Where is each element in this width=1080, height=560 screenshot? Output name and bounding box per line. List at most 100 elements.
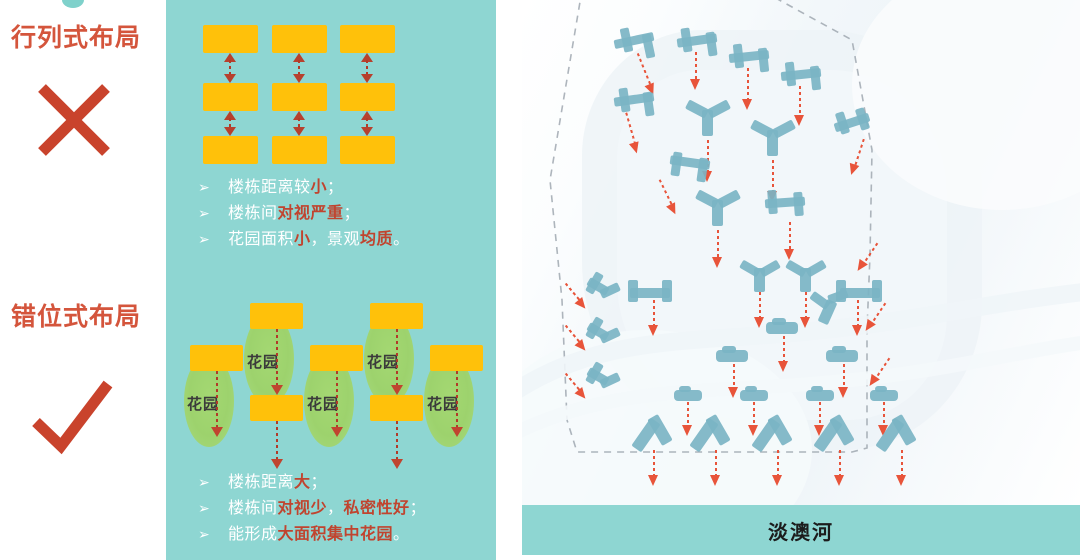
highlighted-text: 均质 bbox=[360, 231, 394, 248]
view-arrow bbox=[648, 450, 659, 486]
plain-text: ， bbox=[327, 500, 344, 517]
diagram-panel: ➢ 楼栋距离较小； ➢ 楼栋间对视严重； ➢ 花园面积小，景观均质。 花园 花园 bbox=[166, 0, 496, 560]
bullet-item: ➢ 楼栋间对视少，私密性好； bbox=[198, 496, 488, 521]
building-block bbox=[340, 25, 395, 53]
view-arrow bbox=[748, 402, 759, 436]
bullet-text: 花园面积小，景观均质。 bbox=[228, 227, 410, 252]
view-arrow bbox=[391, 329, 403, 395]
bullet-text: 楼栋间对视少，私密性好； bbox=[228, 496, 426, 521]
bullet-text: 楼栋间对视严重； bbox=[228, 201, 360, 226]
view-arrow bbox=[852, 300, 863, 336]
view-arrow bbox=[271, 329, 283, 395]
view-arrow bbox=[794, 86, 805, 126]
highlighted-text: 私密性好 bbox=[343, 500, 410, 517]
garden-label: 花园 bbox=[367, 354, 400, 371]
view-arrow bbox=[451, 371, 463, 437]
building-block bbox=[272, 83, 327, 111]
plain-text: ； bbox=[409, 500, 427, 517]
bullet-text: 楼栋距离大； bbox=[228, 470, 327, 495]
view-arrow bbox=[710, 450, 721, 486]
building-block bbox=[250, 303, 303, 329]
plain-text: 能形成 bbox=[228, 526, 278, 543]
view-arrow bbox=[838, 364, 849, 398]
highlighted-text: 小 bbox=[294, 231, 311, 248]
plain-text: 。 bbox=[393, 231, 410, 248]
plain-text: 。 bbox=[393, 526, 410, 543]
view-arrow bbox=[778, 336, 789, 372]
building-block bbox=[340, 83, 395, 111]
view-arrow bbox=[728, 364, 739, 398]
highlighted-text: 小 bbox=[310, 179, 328, 196]
garden-label: 花园 bbox=[187, 396, 220, 413]
highlighted-text: 大 bbox=[294, 474, 311, 491]
bullet-item: ➢ 能形成大面积集中花园。 bbox=[198, 522, 488, 547]
plain-text: ； bbox=[327, 179, 344, 196]
bullet-item: ➢ 楼栋距离较小； bbox=[198, 175, 488, 200]
building-block bbox=[203, 25, 258, 53]
teal-dot-decoration bbox=[62, 0, 84, 8]
highlighted-text: 大面积集中花园 bbox=[277, 526, 394, 543]
plain-text: ； bbox=[310, 474, 328, 491]
plain-text: ； bbox=[343, 205, 361, 222]
view-arrow bbox=[648, 300, 659, 336]
garden-label: 花园 bbox=[307, 396, 340, 413]
plain-text: 楼栋间 bbox=[228, 205, 278, 222]
view-arrow bbox=[702, 140, 713, 182]
view-arrow bbox=[772, 450, 783, 486]
view-arrow bbox=[690, 52, 701, 90]
view-arrow bbox=[742, 68, 753, 110]
building-block bbox=[272, 136, 327, 164]
cross-mark-icon bbox=[32, 78, 116, 162]
view-arrow bbox=[271, 421, 283, 469]
bullet-arrow-icon: ➢ bbox=[198, 526, 210, 542]
building-block bbox=[203, 136, 258, 164]
plain-text: 楼栋距离较 bbox=[228, 179, 311, 196]
view-arrow bbox=[331, 371, 343, 437]
plain-text: 楼栋距离 bbox=[228, 474, 295, 491]
bullet-arrow-icon: ➢ bbox=[198, 179, 210, 195]
plain-text: 楼栋间 bbox=[228, 500, 278, 517]
spacing-arrow bbox=[360, 53, 374, 83]
bullet-list-row-layout: ➢ 楼栋距离较小； ➢ 楼栋间对视严重； ➢ 花园面积小，景观均质。 bbox=[198, 175, 488, 253]
section-title-row-layout: 行列式布局 bbox=[11, 24, 142, 52]
view-arrow bbox=[211, 371, 223, 437]
view-arrow bbox=[896, 450, 907, 486]
section-title-staggered-layout: 错位式布局 bbox=[11, 303, 142, 331]
bullet-item: ➢ 花园面积小，景观均质。 bbox=[198, 227, 488, 252]
bullet-list-staggered-layout: ➢ 楼栋距离大； ➢ 楼栋间对视少，私密性好； ➢ 能形成大面积集中花园。 bbox=[198, 470, 488, 548]
view-arrow bbox=[784, 222, 795, 260]
view-arrow bbox=[834, 450, 845, 486]
plain-text: ，景观 bbox=[310, 231, 361, 248]
building-block bbox=[370, 395, 423, 421]
bullet-arrow-icon: ➢ bbox=[198, 500, 210, 516]
building-block bbox=[203, 83, 258, 111]
site-plan-panel: 淡澳河 bbox=[522, 0, 1080, 560]
bullet-text: 楼栋距离较小； bbox=[228, 175, 344, 200]
building-block bbox=[272, 25, 327, 53]
highlighted-text: 对视严重 bbox=[277, 205, 344, 222]
spacing-arrow bbox=[360, 111, 374, 136]
left-label-column: 行列式布局 错位式布局 bbox=[0, 0, 166, 560]
site-boundary bbox=[522, 0, 1080, 453]
view-arrow bbox=[712, 230, 723, 268]
building-block bbox=[190, 345, 243, 371]
building-block bbox=[340, 136, 395, 164]
map-caption-text: 淡澳河 bbox=[768, 521, 834, 544]
view-arrow bbox=[814, 402, 825, 436]
garden-label: 花园 bbox=[247, 354, 280, 371]
building-block bbox=[310, 345, 363, 371]
building-block bbox=[250, 395, 303, 421]
bullet-text: 能形成大面积集中花园。 bbox=[228, 522, 410, 547]
view-arrow bbox=[754, 292, 765, 328]
building-block bbox=[370, 303, 423, 329]
spacing-arrow bbox=[292, 53, 306, 83]
spacing-arrow bbox=[292, 111, 306, 136]
site-plan-map bbox=[522, 0, 1080, 505]
bullet-arrow-icon: ➢ bbox=[198, 205, 210, 221]
spacing-arrow bbox=[223, 53, 237, 83]
map-caption-bar: 淡澳河 bbox=[522, 505, 1080, 555]
bullet-arrow-icon: ➢ bbox=[198, 231, 210, 247]
view-arrow bbox=[878, 402, 889, 436]
check-mark-icon bbox=[30, 376, 114, 460]
